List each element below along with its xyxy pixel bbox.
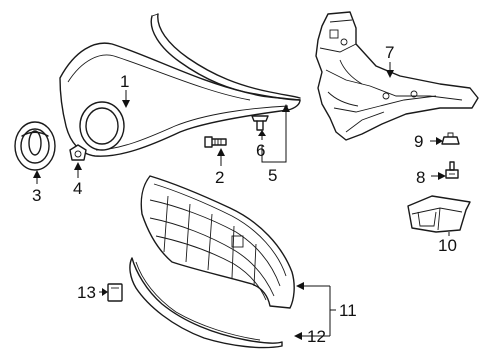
part-bolt bbox=[445, 161, 459, 179]
callout-8: 8 bbox=[416, 168, 425, 187]
callout-5: 5 bbox=[268, 166, 277, 185]
part-screw bbox=[204, 136, 227, 148]
part-hood-molding bbox=[150, 13, 301, 101]
callout-7: 7 bbox=[385, 43, 394, 62]
callout-9: 9 bbox=[414, 132, 423, 151]
callout-6: 6 bbox=[256, 141, 265, 160]
leader-lines bbox=[33, 62, 450, 340]
callout-1: 1 bbox=[120, 72, 129, 91]
callout-2: 2 bbox=[215, 168, 224, 187]
callout-labels: 1 2 3 4 5 6 7 8 9 10 11 12 13 bbox=[32, 43, 457, 346]
part-emblem-seal bbox=[69, 144, 87, 161]
part-radiator-support bbox=[315, 11, 479, 141]
part-bracket bbox=[407, 195, 471, 233]
part-upper-grille bbox=[59, 42, 301, 157]
callout-13: 13 bbox=[77, 283, 96, 302]
callout-3: 3 bbox=[32, 186, 41, 205]
callout-12: 12 bbox=[307, 327, 326, 346]
part-lower-spoiler bbox=[129, 257, 283, 349]
callout-11: 11 bbox=[339, 301, 357, 320]
part-emblem bbox=[14, 121, 56, 171]
part-clip-nut bbox=[441, 132, 460, 145]
callout-10: 10 bbox=[438, 236, 457, 255]
callout-4: 4 bbox=[73, 179, 82, 198]
part-push-clip bbox=[251, 115, 269, 131]
part-plug bbox=[107, 283, 123, 302]
part-front-grille bbox=[140, 175, 295, 309]
